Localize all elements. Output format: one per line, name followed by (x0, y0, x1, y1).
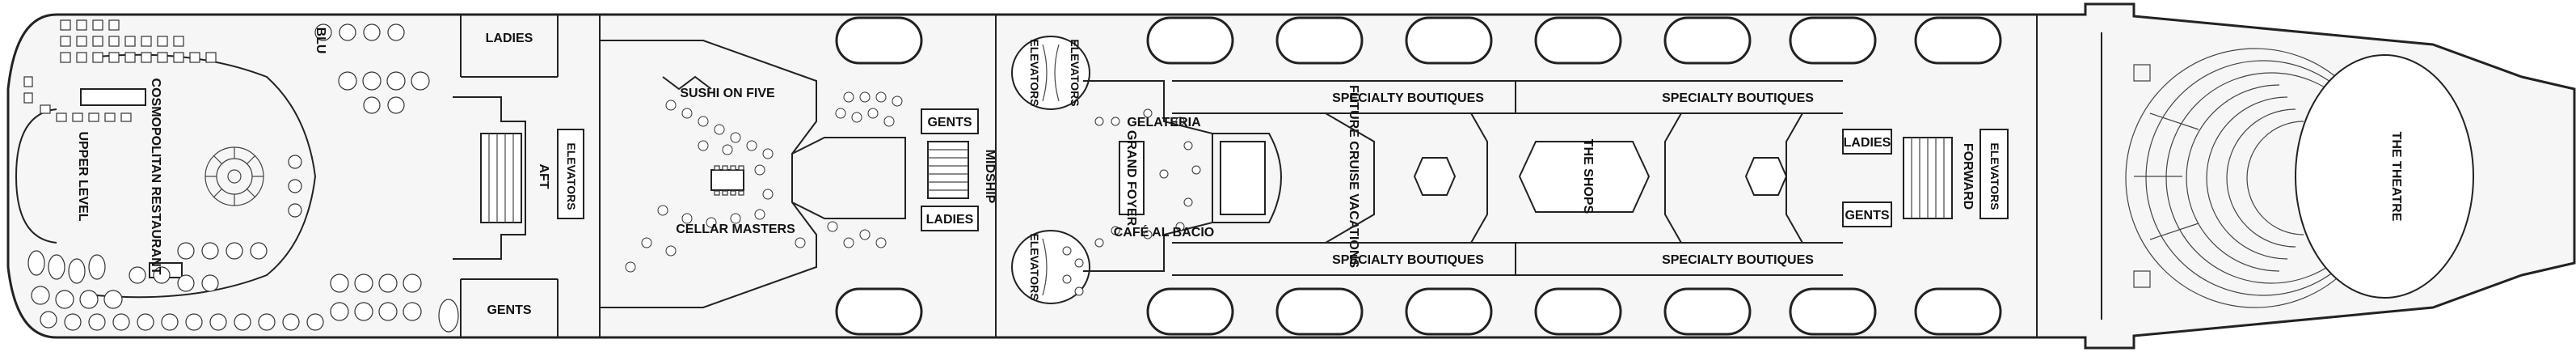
future-cruise-area: FUTURE CRUISE VACATIONS (1212, 85, 1360, 268)
elevators-glass-bottom-label: ELEVATORS (1028, 233, 1041, 300)
sushi-tables (625, 91, 903, 273)
aft-label: AFT (537, 163, 550, 189)
cafe-al-bacio-label: CAFÉ AL BACIO (1114, 224, 1214, 240)
grand-foyer-area: GELATERIA GRAND FOYER CAFÉ AL BACIO (1083, 80, 1214, 272)
gents-fwd-room (1842, 201, 1892, 227)
theatre-stage (2295, 54, 2474, 299)
elevators-fwd-label: ELEVATORS (1988, 142, 2001, 210)
specialty-boutiques-top-left-label: SPECIALTY BOUTIQUES (1332, 91, 1484, 105)
forward-label: FORWARD (1961, 143, 1975, 210)
glass-elevators-bottom: ELEVATORS (1011, 230, 1090, 304)
sushi-bar-counter (710, 169, 744, 191)
midship-services: GENTS LADIES MIDSHIP (921, 15, 997, 337)
boutiques: SPECIALTY BOUTIQUES SPECIALTY BOUTIQUES … (1172, 80, 1843, 276)
octagon-atrium-left (1413, 157, 1457, 196)
upper-level-label: UPPER LEVEL (76, 131, 90, 221)
ladies-fwd-label: LADIES (1844, 136, 1891, 150)
ladies-fwd-room (1842, 129, 1892, 155)
gents-fwd-label: GENTS (1845, 209, 1889, 223)
ship-hull (6, 2, 2576, 350)
gents-mid-room (921, 108, 979, 134)
the-shops-label: THE SHOPS (1581, 139, 1595, 214)
theatre-area: THE THEATRE (2101, 32, 2474, 320)
elevators-aft-label: ELEVATORS (565, 142, 578, 210)
ladies-aft-label: LADIES (486, 32, 533, 45)
gelateria-label: GELATERIA (1127, 116, 1201, 129)
ladies-mid-label: LADIES (926, 213, 974, 227)
forward-services: LADIES GENTS FORWARD ELEVATORS (1842, 15, 2038, 337)
table-rows-top (23, 19, 217, 122)
cafe-seating (1094, 108, 1201, 248)
midship-stairs (927, 141, 969, 199)
spiral-staircase (204, 146, 264, 206)
aft-elevators-box (557, 129, 584, 219)
elevators-glass-top2-label: ELEVATORS (1069, 39, 1081, 106)
midship-label: MIDSHIP (983, 150, 997, 204)
ladies-mid-room (921, 206, 979, 231)
cellar-masters-label: CELLAR MASTERS (676, 223, 795, 236)
grand-foyer-box (1119, 141, 1145, 215)
octagon-atrium-right (1744, 157, 1788, 196)
specialty-boutiques-top-right-label: SPECIALTY BOUTIQUES (1662, 91, 1814, 105)
blu-label: BLU (314, 28, 327, 54)
cosmopolitan-restaurant-label: COSMOPOLITAN RESTAURANT (149, 78, 162, 275)
grand-foyer-label: GRAND FOYER (1124, 130, 1138, 227)
cosmopolitan-restaurant-area: UPPER LEVEL COSMOPOLITAN RESTAURANT BLU (15, 19, 459, 333)
future-cruise-vacations-label: FUTURE CRUISE VACATIONS (1347, 85, 1360, 268)
specialty-boutiques-bottom-left-label: SPECIALTY BOUTIQUES (1332, 253, 1484, 267)
the-shops-room (1518, 141, 1651, 213)
the-theatre-label: THE THEATRE (2389, 132, 2403, 222)
specialty-boutiques-bottom-right-label: SPECIALTY BOUTIQUES (1662, 253, 1814, 267)
future-cruise-desk (1220, 141, 1266, 215)
sushi-cellar-area: SUSHI ON FIVE CELLAR MASTERS (599, 15, 906, 337)
gents-mid-label: GENTS (927, 116, 972, 129)
gents-aft-label: GENTS (487, 303, 531, 317)
aft-stairs (480, 133, 522, 223)
bar-counter (80, 88, 146, 106)
glass-elevators-top: ELEVATORS ELEVATORS (1011, 36, 1090, 110)
round-tables-bottom (27, 242, 459, 333)
lifeboats-bottom (835, 287, 2002, 336)
aft-services: LADIES GENTS AFT ELEVATORS (453, 15, 584, 337)
sushi-on-five-label: SUSHI ON FIVE (680, 87, 775, 100)
forward-elevators-box (1979, 129, 2009, 219)
round-tables-top (288, 23, 430, 218)
lifeboats-top (835, 16, 2002, 65)
elevators-glass-top-label: ELEVATORS (1028, 39, 1041, 106)
